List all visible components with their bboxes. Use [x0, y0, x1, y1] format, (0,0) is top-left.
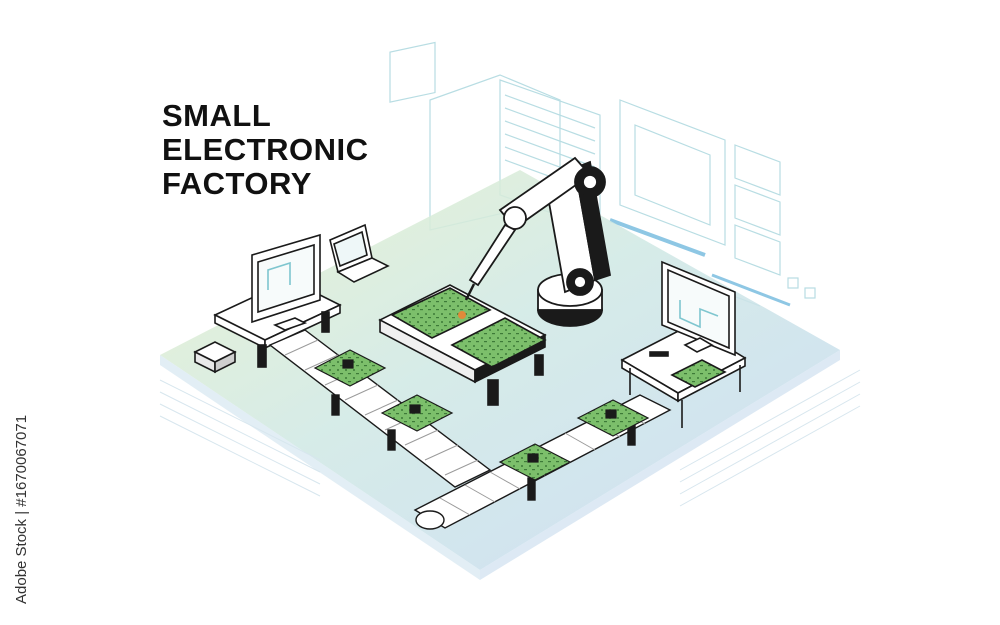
title-line-1: SMALL	[162, 98, 272, 133]
left-workstation	[193, 223, 390, 374]
side-credit-text: Adobe Stock | #1670067071	[13, 415, 30, 604]
side-credit: Adobe Stock | #1670067071	[13, 415, 30, 604]
circuit-board-icon	[313, 349, 650, 481]
monitor-icon	[251, 233, 321, 331]
robot-arm-icon	[464, 156, 612, 327]
circuit-board-icon	[390, 287, 547, 368]
background-panels	[389, 41, 816, 307]
tablet	[329, 223, 390, 283]
title-line-3: FACTORY	[162, 166, 312, 201]
title-line-2: ELECTRONIC	[162, 132, 369, 167]
right-workstation	[620, 260, 747, 428]
monitor-icon	[661, 260, 736, 357]
conveyor-belt-icon	[268, 329, 672, 530]
assembly-table	[378, 284, 547, 406]
